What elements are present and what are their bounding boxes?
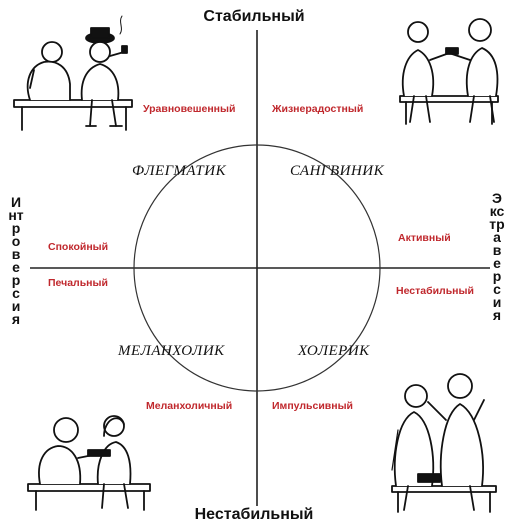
choleric-illustration xyxy=(391,373,497,513)
axis-label-left: Интроверсия xyxy=(8,194,24,327)
sanguine-illustration xyxy=(399,18,499,125)
axis-label-bottom: Нестабильный xyxy=(194,506,314,523)
trait-calm: Спокойный xyxy=(48,241,109,253)
temperament-sanguine: САНГВИНИК xyxy=(290,163,385,179)
trait-sad: Печальный xyxy=(48,277,108,289)
trait-cheerful: Жизнерадостный xyxy=(272,103,364,115)
trait-impulsive: Импульсивный xyxy=(272,400,353,412)
melancholic-illustration xyxy=(27,415,151,511)
axis-label-right: Экстраверсия xyxy=(489,190,505,323)
trait-active: Активный xyxy=(398,232,451,244)
trait-unstable: Нестабильный xyxy=(396,285,474,297)
temperament-circle xyxy=(133,144,381,392)
temperament-phlegmatic: ФЛЕГМАТИК xyxy=(132,163,227,179)
phlegmatic-illustration xyxy=(13,15,133,131)
trait-balanced: Уравновешенный xyxy=(143,103,236,115)
temperament-melancholic: МЕЛАНХОЛИК xyxy=(118,343,225,359)
trait-melancholic: Меланхоличный xyxy=(146,400,233,412)
axis-label-top: Стабильный xyxy=(203,8,305,25)
temperament-choleric: ХОЛЕРИК xyxy=(298,343,370,359)
